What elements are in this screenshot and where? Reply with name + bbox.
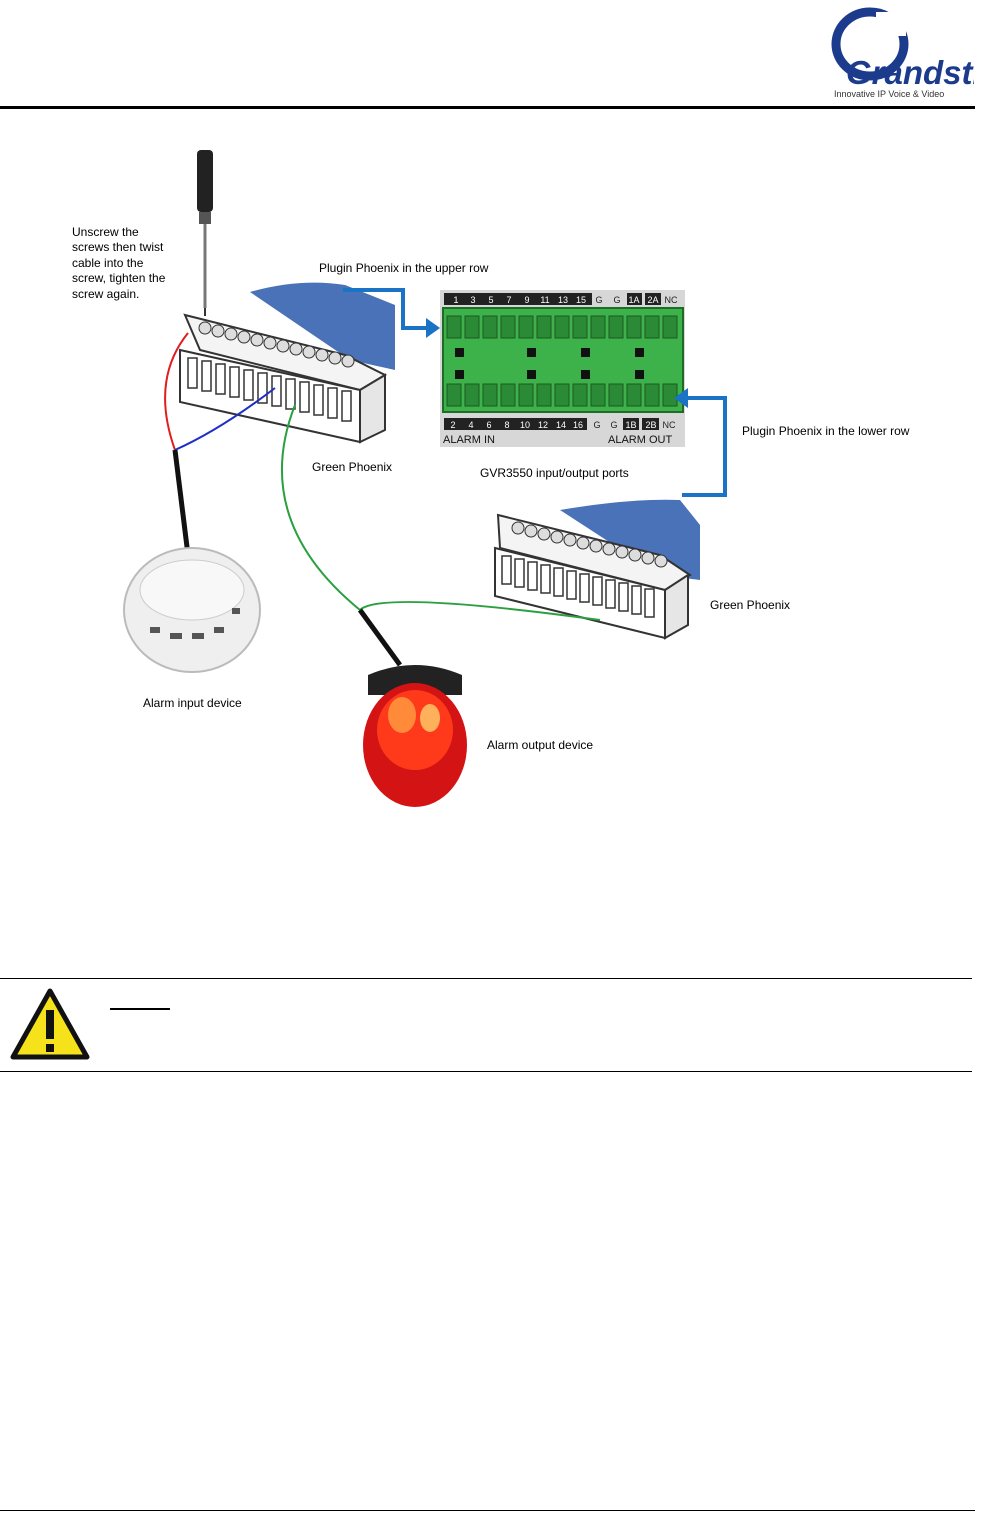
- output-device-label: Alarm output device: [487, 738, 593, 752]
- warning-icon: [10, 988, 90, 1060]
- lower-pin-nc: NC: [663, 420, 676, 430]
- left-connector-label: Green Phoenix: [312, 460, 392, 474]
- lower-pin-4: 4: [468, 420, 473, 430]
- lower-pin-10: 10: [520, 420, 530, 430]
- screw-note-line-1: Unscrew the: [72, 225, 139, 239]
- lower-pin-12: 12: [538, 420, 548, 430]
- upper-pin-11: 11: [540, 295, 549, 305]
- grandstream-logo: Grandstream Innovative IP Voice & Video: [831, 7, 974, 99]
- screwdriver-icon: [197, 150, 213, 316]
- right-connector-label: Green Phoenix: [710, 598, 790, 612]
- upper-pin-15: 15: [576, 295, 586, 305]
- screw-note-line-4: screw, tighten the: [72, 271, 166, 285]
- left-phoenix-connector: [179, 282, 395, 444]
- wiring-diagram: Unscrew the screws then twist cable into…: [72, 150, 910, 807]
- screw-note-line-2: screws then twist: [72, 240, 164, 254]
- screw-note-line-3: cable into the: [72, 256, 144, 270]
- lower-pin-8: 8: [504, 420, 509, 430]
- logo-tagline: Innovative IP Voice & Video: [834, 89, 944, 99]
- upper-pin-7: 7: [506, 295, 511, 305]
- upper-pin-9: 9: [524, 295, 529, 305]
- note-label: Note:: [110, 992, 170, 1010]
- upper-pin-g2: G: [613, 295, 620, 305]
- upper-pin-13: 13: [558, 295, 568, 305]
- right-phoenix-connector: [494, 499, 700, 640]
- blue-wire: [174, 387, 276, 451]
- lower-arrow-head: [674, 388, 688, 408]
- upper-pin-nc: NC: [665, 295, 678, 305]
- lower-pin-2b: 2B: [645, 420, 656, 430]
- lower-pin-6: 6: [486, 420, 491, 430]
- upper-pin-g1: G: [595, 295, 602, 305]
- upper-arrow-head: [426, 318, 440, 338]
- lower-pin-g2: G: [610, 420, 617, 430]
- alarm-out-label: ALARM OUT: [608, 434, 672, 446]
- upper-pin-2a: 2A: [647, 295, 658, 305]
- strobe-light-icon: [363, 665, 467, 807]
- upper-row-label: Plugin Phoenix in the upper row: [319, 261, 489, 275]
- alarm-in-label: ALARM IN: [443, 434, 495, 446]
- output-device-cable: [357, 608, 403, 667]
- lower-pin-1b: 1B: [625, 420, 636, 430]
- lower-pin-14: 14: [556, 420, 566, 430]
- header-rule: [0, 106, 975, 109]
- footer-rule: [0, 1510, 975, 1511]
- upper-pin-3: 3: [470, 295, 475, 305]
- screw-note-line-5: screw again.: [72, 287, 139, 301]
- lower-row-label: Plugin Phoenix in the lower row: [742, 424, 910, 438]
- ports-caption: GVR3550 input/output ports: [480, 466, 629, 480]
- logo-wordmark: Grandstream: [846, 54, 974, 91]
- upper-pin-5: 5: [488, 295, 493, 305]
- input-device-label: Alarm input device: [143, 696, 242, 710]
- note-bottom-rule: [0, 1071, 972, 1072]
- lower-pin-g1: G: [593, 420, 600, 430]
- upper-pin-1a: 1A: [628, 295, 639, 305]
- gvr3550-port-block: 1 3 5 7 9 11 13 15 1A 2A G G NC: [440, 290, 685, 447]
- lower-pin-2: 2: [450, 420, 455, 430]
- lower-pin-16: 16: [573, 420, 583, 430]
- upper-pin-1: 1: [453, 295, 458, 305]
- note-top-rule: [0, 978, 972, 979]
- input-device-cable: [172, 449, 191, 556]
- red-wire: [164, 332, 189, 451]
- smoke-detector-icon: [123, 547, 261, 673]
